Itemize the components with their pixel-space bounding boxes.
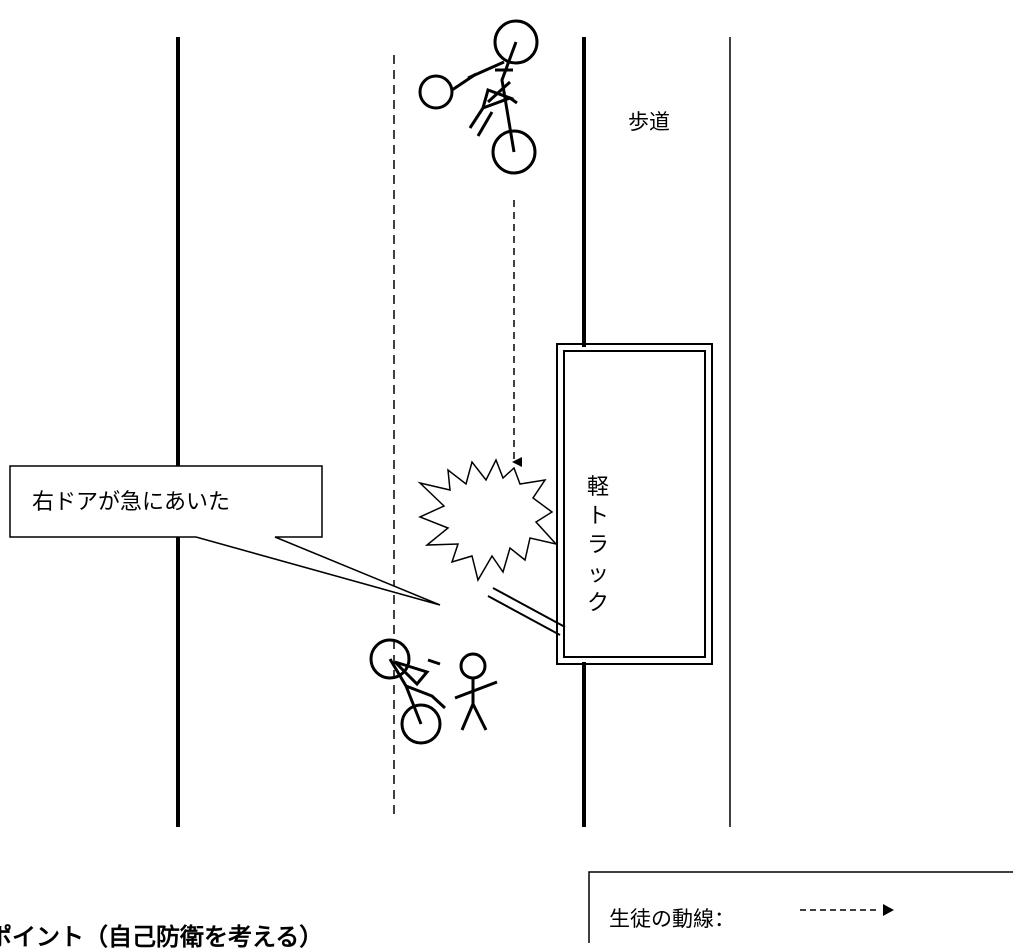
callout-text: 右ドアが急にあいた [32, 490, 231, 515]
callout-box [9, 465, 441, 606]
sidewalk-label: 歩道 [628, 110, 670, 134]
bicycle-fallen-icon [369, 638, 447, 745]
dashed-arrow-head [883, 904, 894, 916]
light-truck [556, 343, 713, 665]
truck-label: 軽トラック [586, 475, 609, 616]
bicycle-icon [418, 19, 539, 175]
stick-figure-icon [454, 652, 498, 731]
legend-label: 生徒の動線： [609, 907, 735, 931]
burst-icon [417, 458, 559, 582]
points-heading: ポイント（自己防衛を考える） [0, 923, 324, 951]
legend-box [588, 871, 1013, 943]
truck-door-open [487, 587, 566, 636]
